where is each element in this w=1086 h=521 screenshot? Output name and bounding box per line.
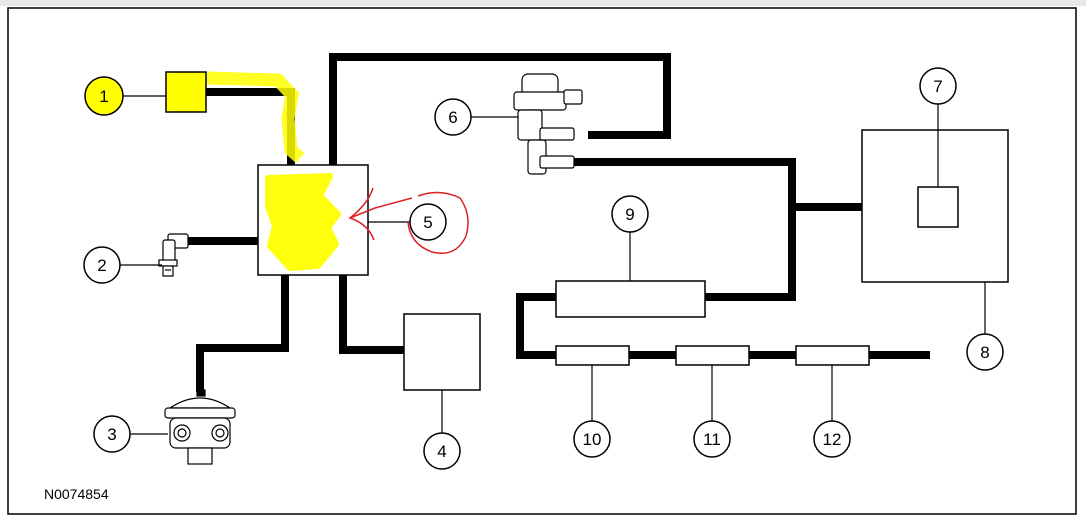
callout-12-circle [813, 420, 851, 458]
hose-5-to-4 [339, 275, 404, 354]
callout-4-circle [423, 432, 461, 470]
callout-9: 9 [625, 205, 634, 224]
callout-4: 4 [437, 442, 446, 461]
hose-1-to-5 [206, 88, 295, 165]
callout-5-circle [409, 203, 447, 241]
component-6-solenoid [513, 73, 583, 175]
component-2-fitting [158, 233, 189, 277]
component-9-canister [555, 280, 706, 318]
callout-2: 2 [97, 256, 106, 275]
component-1-box [165, 71, 207, 113]
red-arrow-shaft [349, 197, 413, 219]
callout-12: 12 [823, 430, 842, 449]
component-10-inline [555, 345, 630, 366]
figure-code: N0074854 [44, 486, 109, 502]
hose-6-to-9 [572, 158, 796, 301]
callout-1: 1 [99, 87, 108, 106]
callout-3-circle [93, 415, 131, 453]
callout-8-circle [966, 333, 1004, 371]
yellow-scribble [265, 173, 341, 271]
callout-7: 7 [933, 77, 942, 96]
callout-1-circle [84, 76, 124, 116]
yellow-highlight-hose [206, 71, 305, 163]
callout-6: 6 [448, 108, 457, 127]
callout-11: 11 [703, 430, 721, 449]
component-3-valve [164, 389, 236, 465]
hose-5-to-6 [329, 53, 671, 165]
hose-5-to-3 [196, 275, 289, 392]
component-11-inline [675, 345, 750, 366]
component-4-box [403, 313, 481, 391]
callout-7-circle [919, 67, 957, 105]
red-annotation [348, 187, 469, 254]
component-7-box [917, 186, 959, 228]
callout-9-circle [611, 195, 649, 233]
component-12-inline [795, 345, 870, 366]
callout-10-circle [573, 420, 611, 458]
callout-6-circle [434, 98, 472, 136]
callout-2-circle [83, 246, 121, 284]
red-circle [407, 191, 469, 254]
callout-3: 3 [107, 425, 116, 444]
figure-border [7, 7, 1077, 515]
leader-lines [120, 95, 986, 435]
cropped-caption-strip [0, 0, 1086, 6]
callout-10: 10 [583, 430, 602, 449]
red-arrow-head [348, 187, 375, 241]
callout-8: 8 [980, 343, 989, 362]
callout-11-circle [693, 420, 731, 458]
callout-5: 5 [423, 213, 432, 232]
